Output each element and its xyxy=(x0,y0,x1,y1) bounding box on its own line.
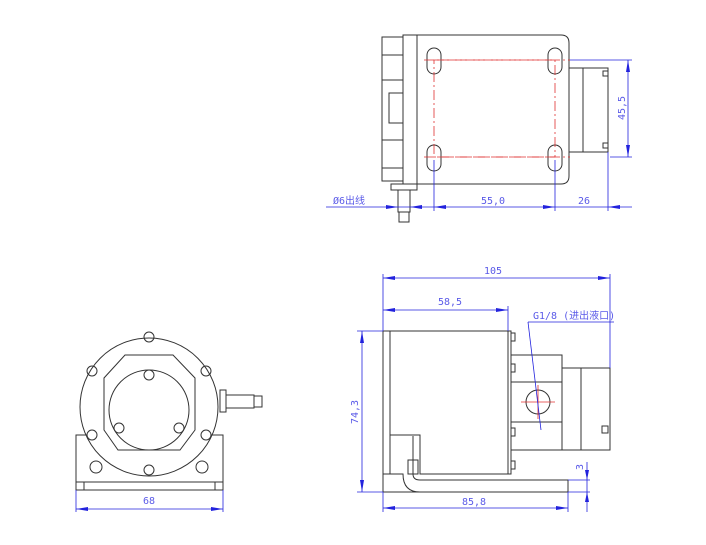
dim-height-top: 45,5 xyxy=(617,96,628,120)
dim-width: 68 xyxy=(143,496,155,507)
dim-hole-spacing: 55,0 xyxy=(481,196,505,207)
front-view: 68 xyxy=(75,331,263,512)
dim-plate-thickness: 3 xyxy=(575,464,586,470)
dim-connector: 26 xyxy=(578,196,590,207)
mounting-holes xyxy=(426,47,563,172)
cable-label: Ø6出线 xyxy=(333,194,365,207)
dim-height-side: 74,3 xyxy=(350,400,361,424)
dim-body-length: 58,5 xyxy=(438,297,462,308)
side-view: 105 58,5 G1/8 (进出液口) 74,3 3 85,8 xyxy=(350,266,615,512)
top-view: Ø6出线 55,0 26 45,5 xyxy=(326,34,632,223)
dim-total-length: 105 xyxy=(484,266,502,277)
screw-icons xyxy=(86,331,212,476)
port-label: G1/8 (进出液口) xyxy=(533,309,615,322)
dim-base-length: 85,8 xyxy=(462,497,486,508)
